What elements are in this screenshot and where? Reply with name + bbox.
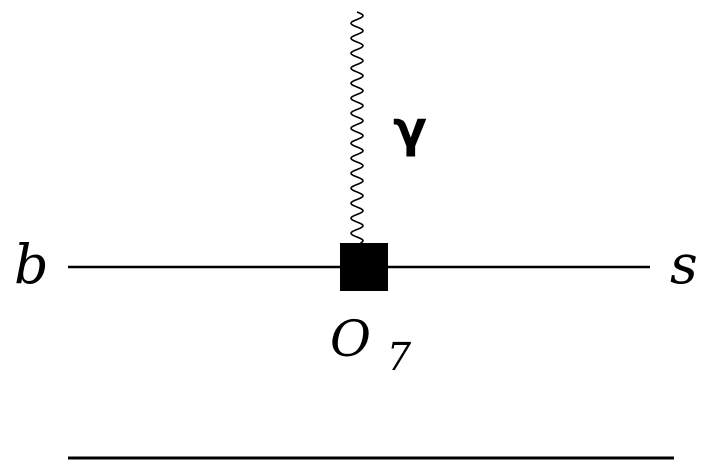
operator-label: O 7 [330, 310, 412, 379]
photon-wavy-line [350, 11, 364, 244]
incoming-quark-label: b [14, 233, 49, 296]
operator-vertex [340, 243, 388, 291]
photon-label: γ [393, 100, 427, 158]
outgoing-quark-label: s [670, 233, 698, 296]
operator-label-main: O [330, 310, 371, 368]
operator-label-subscript: 7 [387, 335, 412, 379]
